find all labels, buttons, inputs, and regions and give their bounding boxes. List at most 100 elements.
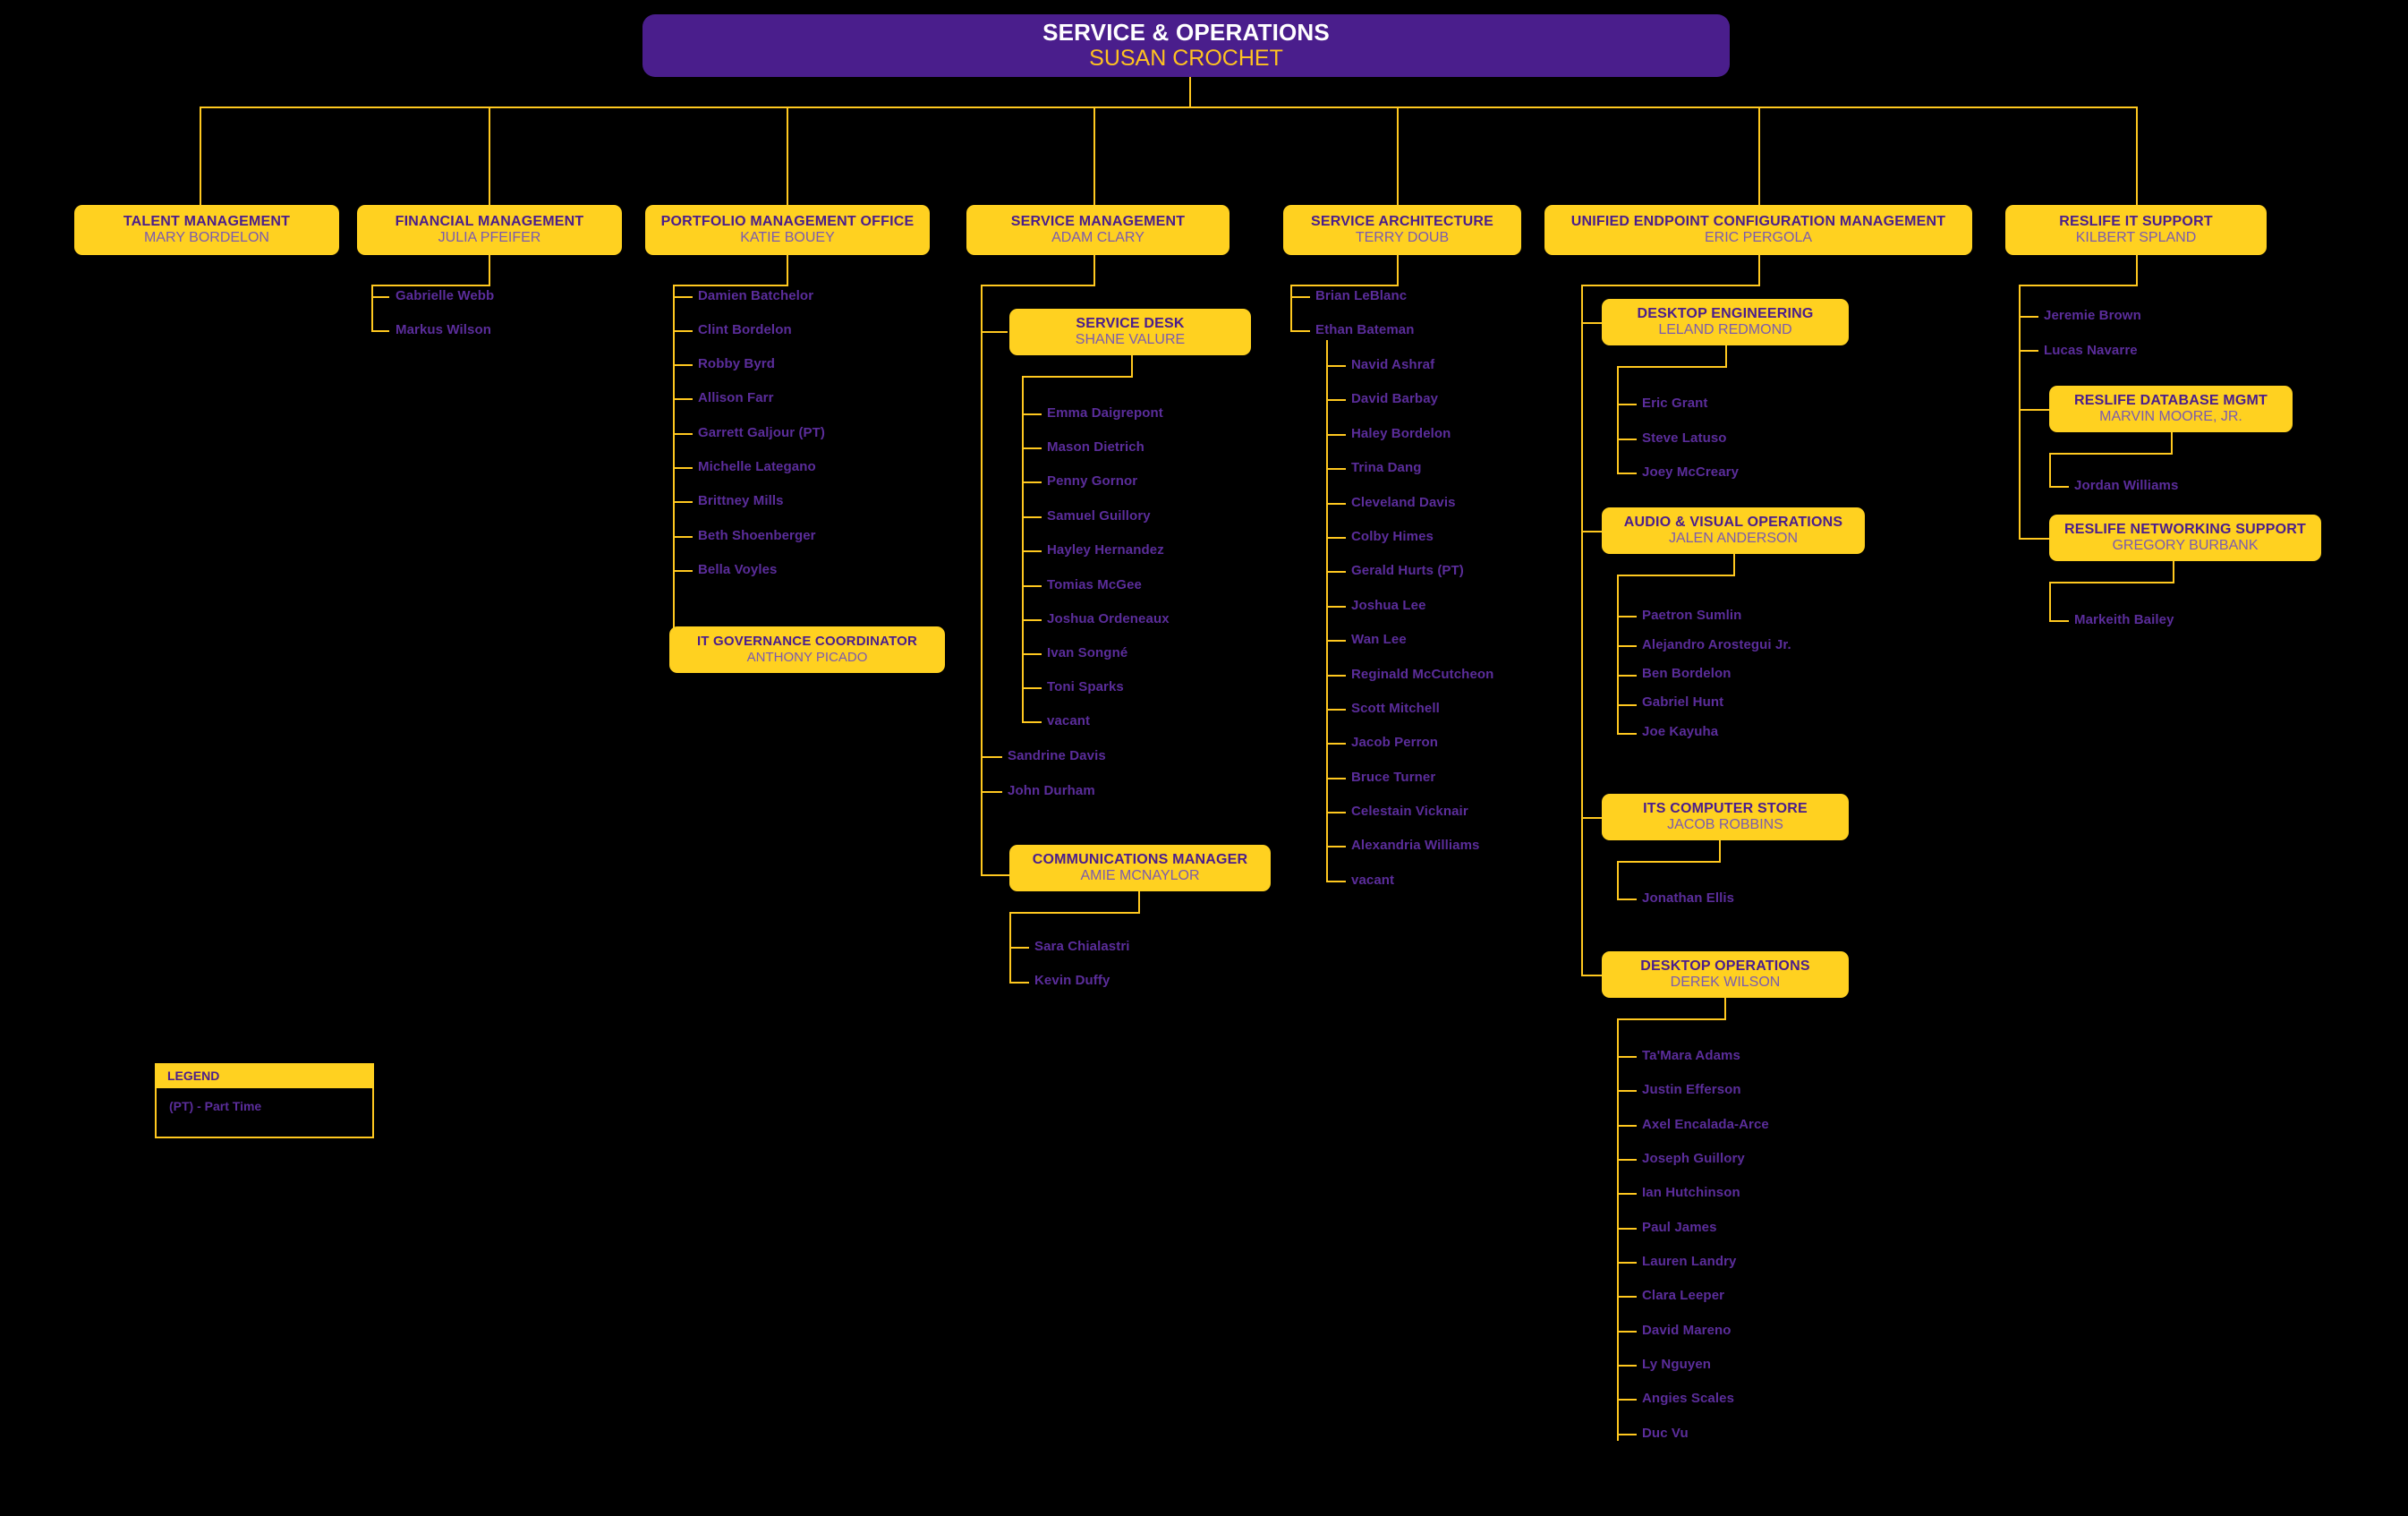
connector-av-elbow [1617, 575, 1735, 576]
staff-name: Colby Himes [1351, 529, 1434, 544]
connector-servicedesk-tick-9 [1022, 721, 1042, 723]
org-box-title: SERVICE MANAGEMENT [1010, 213, 1186, 229]
connector-av-tick-3 [1617, 704, 1637, 706]
staff-name: Trina Dang [1351, 460, 1422, 475]
connector-servicearch-spine [1290, 285, 1292, 332]
connector-financial-elbow [371, 285, 490, 286]
connector-deskeng-tick-2 [1617, 473, 1637, 474]
connector-servicemgmt-tick-sandrine [981, 756, 1002, 758]
org-box-desktop-operations[interactable]: DESKTOP OPERATIONS DEREK WILSON [1602, 951, 1849, 998]
org-box-title: IT GOVERNANCE COORDINATOR [696, 633, 918, 649]
org-box-service-operations[interactable]: SERVICE & OPERATIONS SUSAN CROCHET [642, 14, 1730, 77]
org-box-person: KILBERT SPLAND [2075, 229, 2197, 245]
connector-bateman-tick-8 [1326, 640, 1346, 642]
connector-servicedesk-tick-8 [1022, 687, 1042, 689]
org-box-service-architecture[interactable]: SERVICE ARCHITECTURE TERRY DOUB [1283, 205, 1521, 255]
staff-name: Damien Batchelor [698, 288, 814, 303]
connector-bateman-tick-2 [1326, 434, 1346, 436]
org-box-desktop-engineering[interactable]: DESKTOP ENGINEERING LELAND REDMOND [1602, 299, 1849, 345]
connector-drop-reslife [2136, 106, 2138, 205]
staff-name: Paul James [1642, 1220, 1717, 1235]
staff-name: Cleveland Davis [1351, 495, 1456, 510]
org-box-portfolio-management-office[interactable]: PORTFOLIO MANAGEMENT OFFICE KATIE BOUEY [645, 205, 930, 255]
connector-reslife-to-net [2019, 538, 2049, 540]
org-box-service-desk[interactable]: SERVICE DESK SHANE VALURE [1009, 309, 1251, 355]
connector-reslife-elbow [2019, 285, 2138, 286]
connector-store-stem [1719, 840, 1721, 863]
connector-portfolio-tick-8 [673, 570, 693, 572]
org-box-communications-manager[interactable]: COMMUNICATIONS MANAGER AMIE MCNAYLOR [1009, 845, 1271, 891]
connector-drop-portfolio [787, 106, 788, 205]
connector-reslife-tick-0 [2019, 316, 2038, 318]
connector-comms-tick-0 [1009, 947, 1029, 949]
org-box-reslife-it-support[interactable]: RESLIFE IT SUPPORT KILBERT SPLAND [2005, 205, 2267, 255]
connector-deskops-tick-5 [1617, 1228, 1637, 1230]
connector-av-tick-1 [1617, 645, 1637, 647]
staff-name: Ta'Mara Adams [1642, 1048, 1740, 1063]
legend-item: (PT) - Part Time [169, 1099, 262, 1113]
staff-name: Navid Ashraf [1351, 357, 1435, 372]
connector-financial-spine [371, 285, 373, 332]
connector-portfolio-tick-5 [673, 467, 693, 469]
staff-name: Ethan Bateman [1315, 322, 1415, 337]
staff-name: Robby Byrd [698, 356, 776, 371]
connector-deskops-tick-7 [1617, 1296, 1637, 1298]
connector-bateman-tick-7 [1326, 606, 1346, 608]
connector-bateman-tick-0 [1326, 365, 1346, 367]
connector-financial-tick-0 [371, 296, 389, 298]
staff-name: Alexandria Williams [1351, 838, 1480, 853]
org-box-audio-visual-operations[interactable]: AUDIO & VISUAL OPERATIONS JALEN ANDERSON [1602, 507, 1865, 554]
connector-deskeng-elbow [1617, 366, 1727, 368]
connector-servicedesk-tick-5 [1022, 585, 1042, 587]
connector-servicedesk-stem [1131, 355, 1133, 378]
connector-bateman-tick-11 [1326, 743, 1346, 745]
staff-name: Jordan Williams [2074, 478, 2179, 493]
org-box-title: PORTFOLIO MANAGEMENT OFFICE [660, 213, 915, 229]
connector-bateman-tick-6 [1326, 571, 1346, 573]
connector-comms-elbow [1009, 912, 1140, 914]
staff-name: Bruce Turner [1351, 770, 1436, 785]
staff-name: Scott Mitchell [1351, 701, 1440, 716]
connector-bateman-tick-12 [1326, 778, 1346, 779]
staff-name: Brittney Mills [698, 493, 784, 508]
staff-name: Samuel Guillory [1047, 508, 1151, 524]
org-box-its-computer-store[interactable]: ITS COMPUTER STORE JACOB ROBBINS [1602, 794, 1849, 840]
org-box-financial-management[interactable]: FINANCIAL MANAGEMENT JULIA PFEIFER [357, 205, 622, 255]
org-box-person: LELAND REDMOND [1658, 321, 1792, 337]
org-box-service-management[interactable]: SERVICE MANAGEMENT ADAM CLARY [966, 205, 1230, 255]
staff-name: Sandrine Davis [1008, 748, 1106, 763]
connector-reslifedb-elbow [2049, 453, 2173, 455]
org-box-person: JACOB ROBBINS [1667, 816, 1783, 832]
connector-reslifedb-tick-0 [2049, 486, 2069, 488]
org-box-title: DESKTOP OPERATIONS [1640, 958, 1810, 974]
connector-servicedesk-tick-0 [1022, 413, 1042, 415]
org-box-title: COMMUNICATIONS MANAGER [1032, 851, 1248, 867]
connector-root-stem [1189, 77, 1191, 108]
connector-deskops-tick-1 [1617, 1090, 1637, 1092]
org-box-title: RESLIFE DATABASE MGMT [2073, 392, 2268, 408]
staff-name: Kevin Duffy [1034, 973, 1110, 988]
connector-reslife-tick-1 [2019, 350, 2038, 352]
connector-drop-talent [200, 106, 201, 205]
org-box-reslife-networking-support[interactable]: RESLIFE NETWORKING SUPPORT GREGORY BURBA… [2049, 515, 2321, 561]
staff-name: John Durham [1008, 783, 1095, 798]
org-box-reslife-database-mgmt[interactable]: RESLIFE DATABASE MGMT MARVIN MOORE, JR. [2049, 386, 2293, 432]
org-box-talent-management[interactable]: TALENT MANAGEMENT MARY BORDELON [74, 205, 339, 255]
staff-name: vacant [1047, 713, 1091, 728]
connector-reslifedb-stem [2171, 432, 2173, 455]
connector-deskeng-tick-0 [1617, 404, 1637, 405]
staff-name: Wan Lee [1351, 632, 1407, 647]
connector-uecm-to-deskops [1581, 975, 1603, 976]
connector-deskops-tick-3 [1617, 1159, 1637, 1161]
connector-portfolio-tick-4 [673, 433, 693, 435]
connector-servicearch-tick-0 [1290, 296, 1310, 298]
connector-store-tick-0 [1617, 899, 1637, 900]
org-box-unified-endpoint-configuration-management[interactable]: UNIFIED ENDPOINT CONFIGURATION MANAGEMEN… [1544, 205, 1972, 255]
connector-reslife-to-db [2019, 409, 2049, 411]
connector-servicemgmt-tick-john [981, 791, 1002, 793]
org-box-it-governance-coordinator[interactable]: IT GOVERNANCE COORDINATOR ANTHONY PICADO [669, 626, 945, 673]
org-box-person: AMIE MCNAYLOR [1080, 867, 1200, 883]
legend: LEGEND (PT) - Part Time [155, 1063, 374, 1138]
connector-bateman-tick-15 [1326, 881, 1346, 882]
staff-name: Alejandro Arostegui Jr. [1642, 637, 1791, 652]
